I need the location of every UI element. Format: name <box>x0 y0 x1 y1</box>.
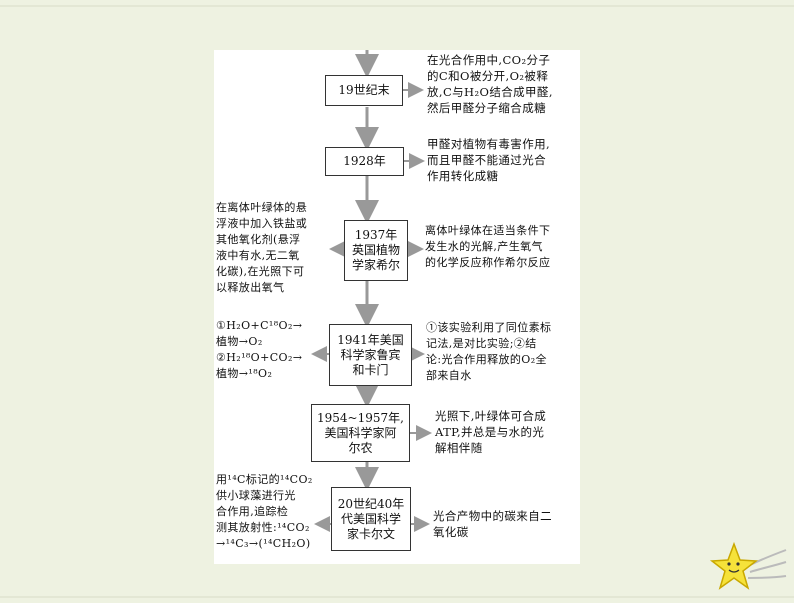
star-icon <box>708 536 788 598</box>
diagram-panel: 19世纪末 1928年 1937年 英国植物 学家希尔 1941年美国 科学家鲁… <box>214 50 580 564</box>
text-1941-right: ①该实验利用了同位素标 记法,是对比实验;②结 论:光合作用释放的O₂全 部来自… <box>426 320 579 384</box>
box-19th-century: 19世纪末 <box>325 75 403 106</box>
box-1941-ruben-kamen: 1941年美国 科学家鲁宾 和卡门 <box>329 324 412 386</box>
text-1941-left: ①H₂O+C¹⁸O₂→ 植物→O₂ ②H₂¹⁸O+CO₂→ 植物→¹⁸O₂ <box>216 318 312 382</box>
text-1937-left: 在离体叶绿体的悬 浮液中加入铁盐或 其他氧化剂(悬浮 液中有水,无二氧 化碳),… <box>216 200 328 296</box>
box-1937-hill: 1937年 英国植物 学家希尔 <box>344 220 408 281</box>
text-19c-right: 在光合作用中,CO₂分子 的C和O被分开,O₂被释 放,C与H₂O结合成甲醛, … <box>427 52 579 116</box>
box-1928: 1928年 <box>325 147 404 176</box>
box-1940s-calvin: 20世纪40年 代美国科学 家卡尔文 <box>331 487 411 551</box>
text-1940s-right: 光合产物中的碳来自二 氧化碳 <box>433 508 579 540</box>
text-1937-right: 离体叶绿体在适当条件下 发生水的光解,产生氧气 的化学反应称作希尔反应 <box>425 223 580 271</box>
text-1954-right: 光照下,叶绿体可合成 ATP,并总是与水的光 解相伴随 <box>435 408 579 456</box>
text-1928-right: 甲醛对植物有毒害作用, 而且甲醛不能通过光合 作用转化成糖 <box>427 136 579 184</box>
box-1954-arnon: 1954~1957年, 美国科学家阿 尔农 <box>311 404 410 462</box>
text-1940s-left: 用¹⁴C标记的¹⁴CO₂ 供小球藻进行光 合作用,追踪检 测其放射性:¹⁴CO₂… <box>216 472 330 552</box>
